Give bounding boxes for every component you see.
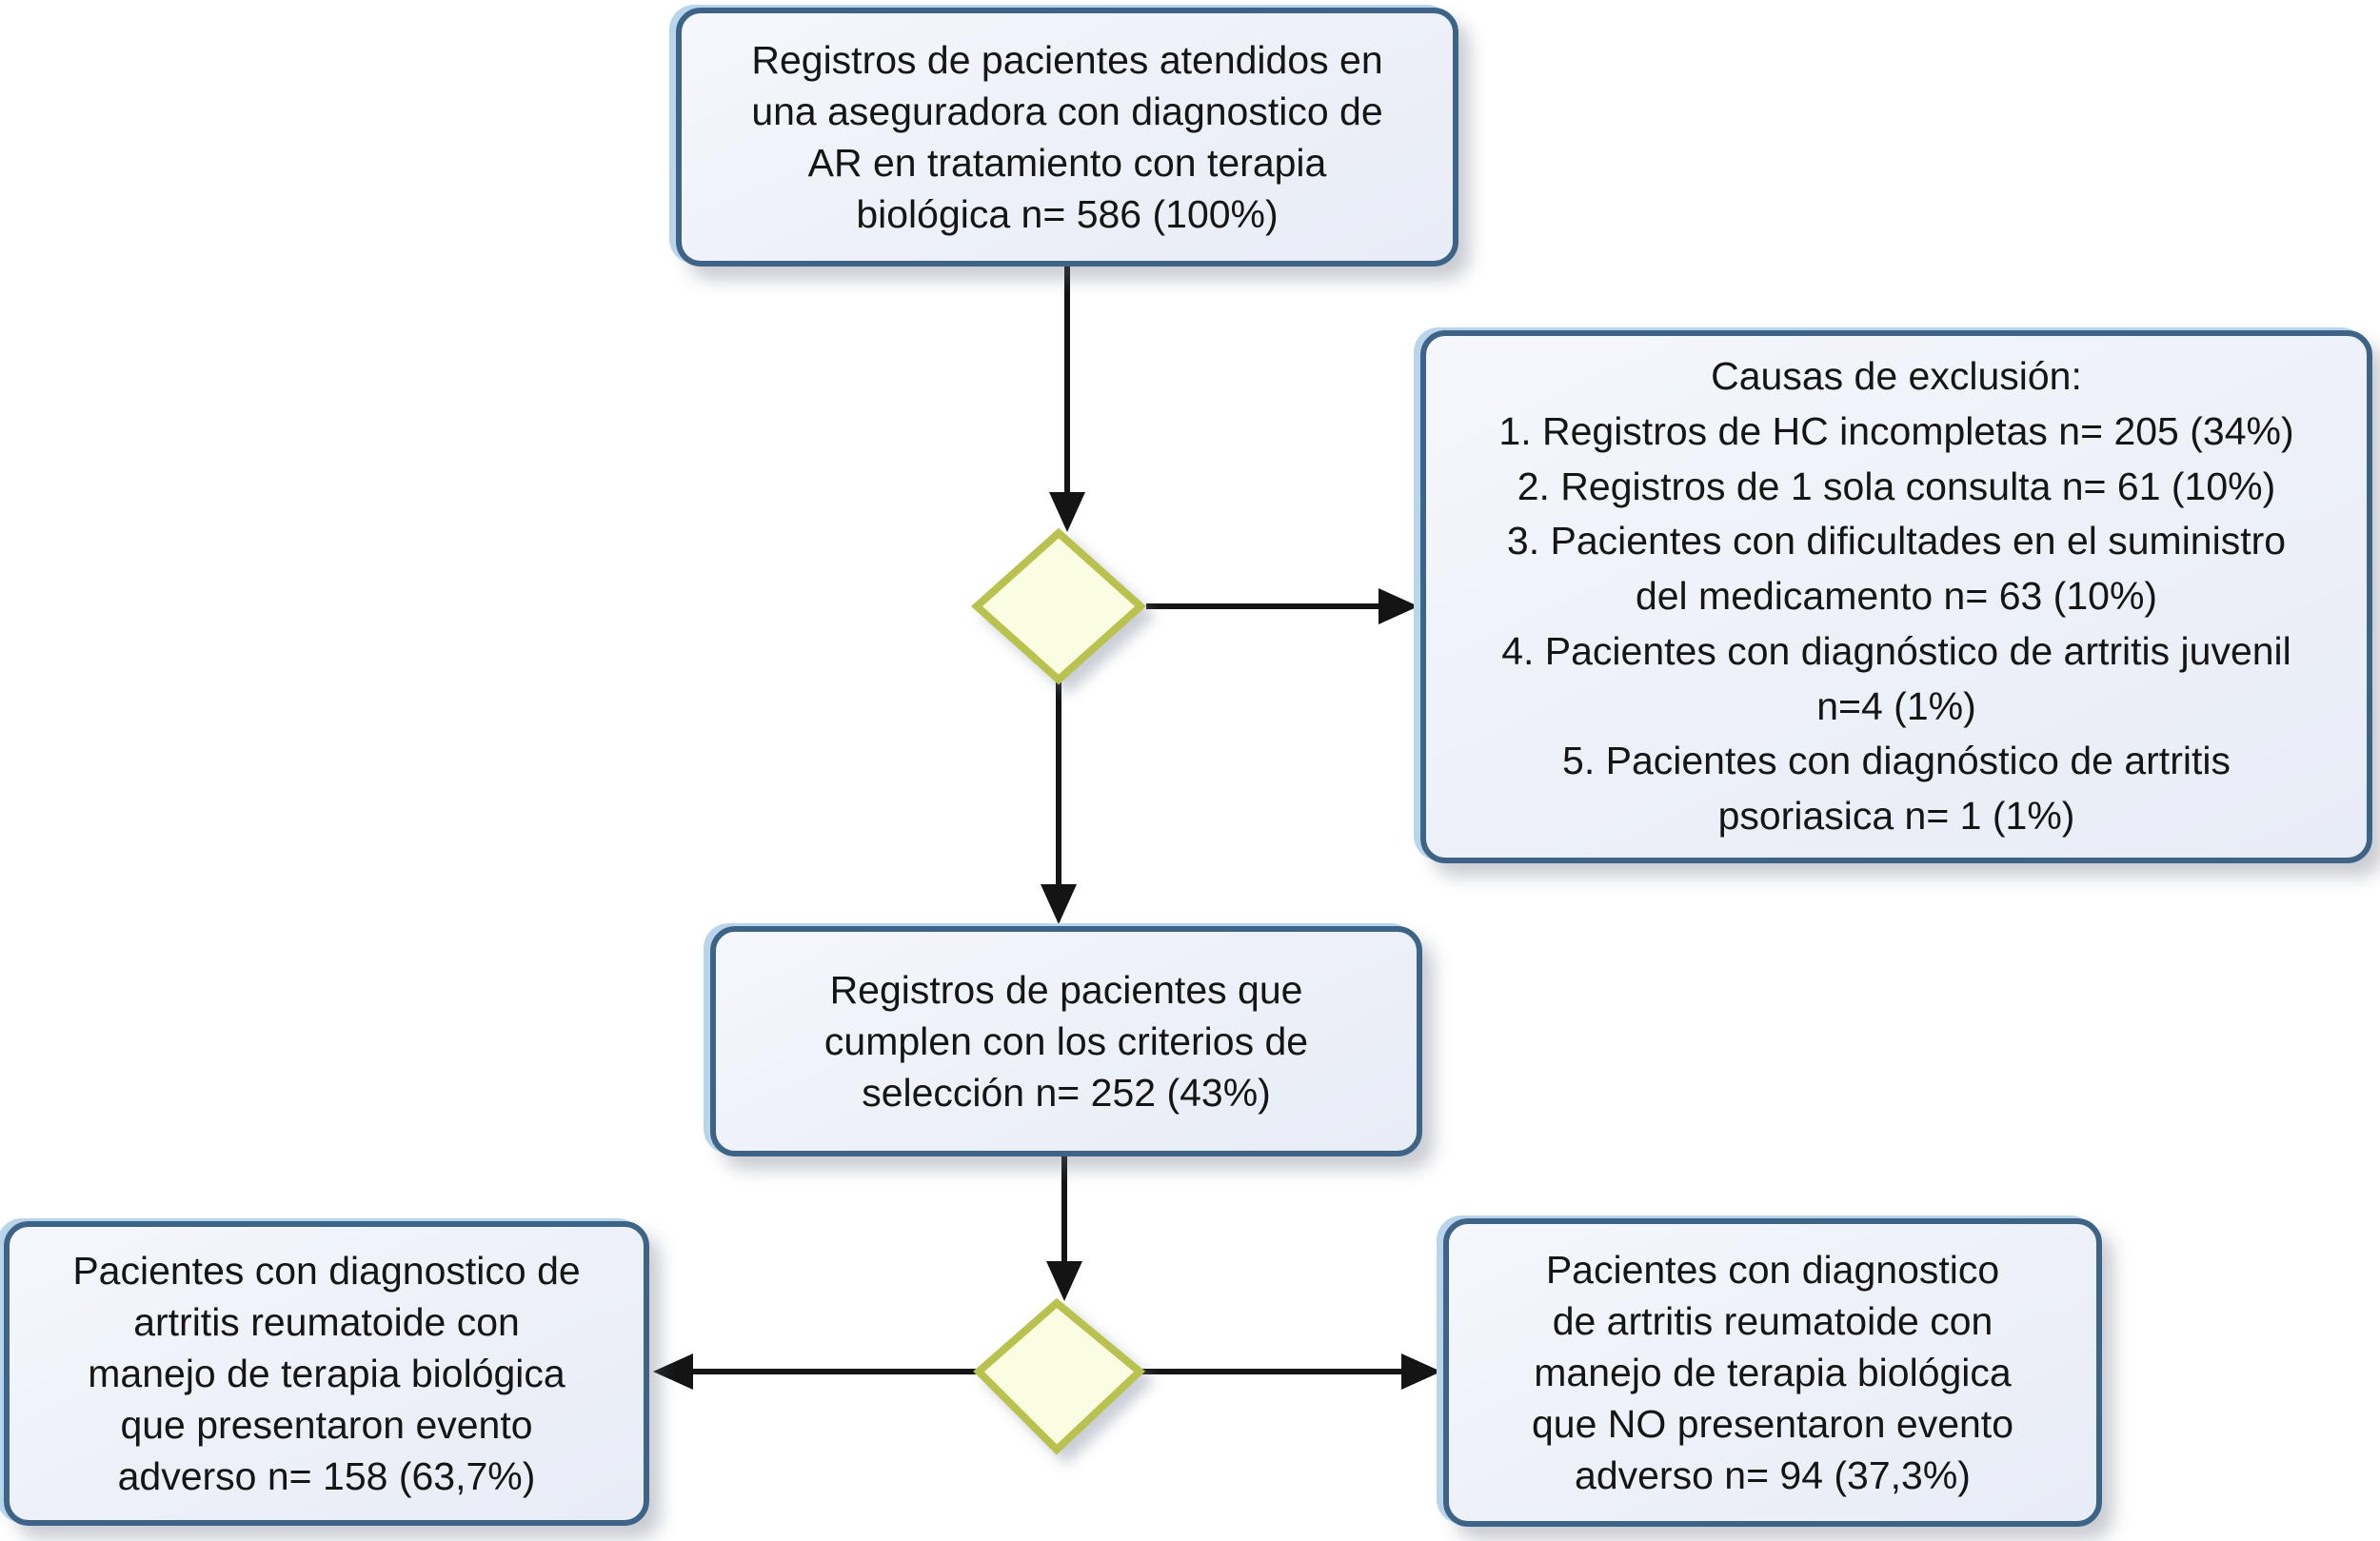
decision-diamond-2: [973, 1297, 1146, 1455]
text-line: del medicamento n= 63 (10%): [1635, 574, 2158, 619]
text-line: Causas de exclusión:: [1711, 353, 2082, 398]
text-line: psoriasica n= 1 (1%): [1717, 794, 2075, 839]
arrow-decision2-to-noadverse: [1141, 1353, 1441, 1390]
text-line: manejo de terapia biológica: [1534, 1350, 2012, 1394]
text-line: Pacientes con diagnostico de: [72, 1248, 581, 1293]
text-line: adverso n= 94 (37,3%): [1575, 1453, 1971, 1498]
text-line: biológica n= 586 (100%): [856, 192, 1279, 237]
text-line: de artritis reumatoide con: [1552, 1298, 1993, 1343]
text-line: 5. Pacientes con diagnóstico de artritis: [1562, 739, 2231, 783]
node-source-patients: Registros de pacientes atendidos en una …: [676, 8, 1458, 267]
text-line: 4. Pacientes con diagnóstico de artritis…: [1501, 628, 2291, 673]
text-line: Pacientes con diagnostico: [1545, 1247, 2000, 1292]
node-no-adverse-event: Pacientes con diagnostico de artritis re…: [1443, 1218, 2102, 1527]
node-adverse-event: Pacientes con diagnostico de artritis re…: [4, 1221, 649, 1526]
node-selected-patients: Registros de pacientes que cumplen con l…: [710, 926, 1422, 1156]
arrow-decision2-to-adverse: [653, 1353, 977, 1390]
arrow-decision1-to-selected: [1041, 681, 1077, 924]
text-line: 3. Pacientes con dificultades en el sumi…: [1506, 519, 2287, 563]
text-line: adverso n= 158 (63,7%): [117, 1454, 536, 1499]
text-line: cumplen con los criterios de: [823, 1018, 1309, 1063]
text-line: manejo de terapia biológica: [88, 1351, 565, 1395]
text-line: que NO presentaron evento: [1532, 1402, 2013, 1447]
text-line: selección n= 252 (43%): [862, 1071, 1271, 1116]
text-line: AR en tratamiento con terapia: [807, 141, 1327, 185]
text-line: n=4 (1%): [1816, 683, 1976, 728]
text-line: 1. Registros de HC incompletas n= 205 (3…: [1498, 408, 2294, 453]
text-line: Registros de pacientes atendidos en: [751, 37, 1383, 82]
text-line: 2. Registros de 1 sola consulta n= 61 (1…: [1517, 464, 2276, 508]
node-exclusion-causes: Causas de exclusión: 1. Registros de HC …: [1420, 330, 2372, 863]
arrow-source-to-decision1: [1049, 266, 1085, 532]
arrow-selected-to-decision2: [1046, 1156, 1082, 1301]
arrow-decision1-to-exclusions: [1146, 588, 1418, 624]
text-line: una aseguradora con diagnostico de: [751, 89, 1383, 133]
decision-diamond-1: [971, 527, 1146, 685]
text-line: Registros de pacientes que: [829, 967, 1303, 1012]
text-line: que presentaron evento: [120, 1403, 533, 1448]
text-line: artritis reumatoide con: [133, 1299, 520, 1344]
